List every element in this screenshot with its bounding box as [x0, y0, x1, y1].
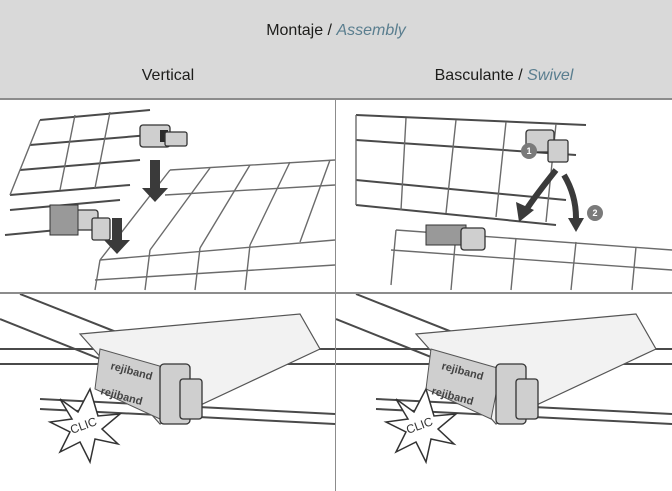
illustration-clic-detail-left: rejiband rejiband CLIC: [0, 294, 335, 491]
swivel-accent: Swivel: [527, 67, 574, 84]
header-band: Montaje / Assembly Vertical Basculante /…: [0, 0, 672, 100]
title-accent: Assembly: [336, 22, 406, 39]
step-2-badge: [587, 205, 603, 221]
step-1-label: 1: [526, 146, 531, 156]
vertical-divider: [335, 100, 336, 491]
illustration-swivel-mount: 1 2: [336, 100, 672, 292]
swivel-main: Basculante /: [434, 67, 528, 84]
illustration-clic-detail-right: rejiband rejiband CLIC: [336, 294, 672, 491]
page-title: Montaje / Assembly: [0, 22, 672, 40]
column-heading-swivel: Basculante / Swivel: [336, 67, 672, 85]
column-heading-vertical: Vertical: [141, 67, 195, 84]
title-main: Montaje /: [266, 22, 337, 39]
illustration-vertical-mount: [0, 100, 335, 292]
step-1-badge: [521, 143, 537, 159]
step-2-label: 2: [592, 208, 597, 218]
horizontal-divider: [0, 292, 672, 294]
